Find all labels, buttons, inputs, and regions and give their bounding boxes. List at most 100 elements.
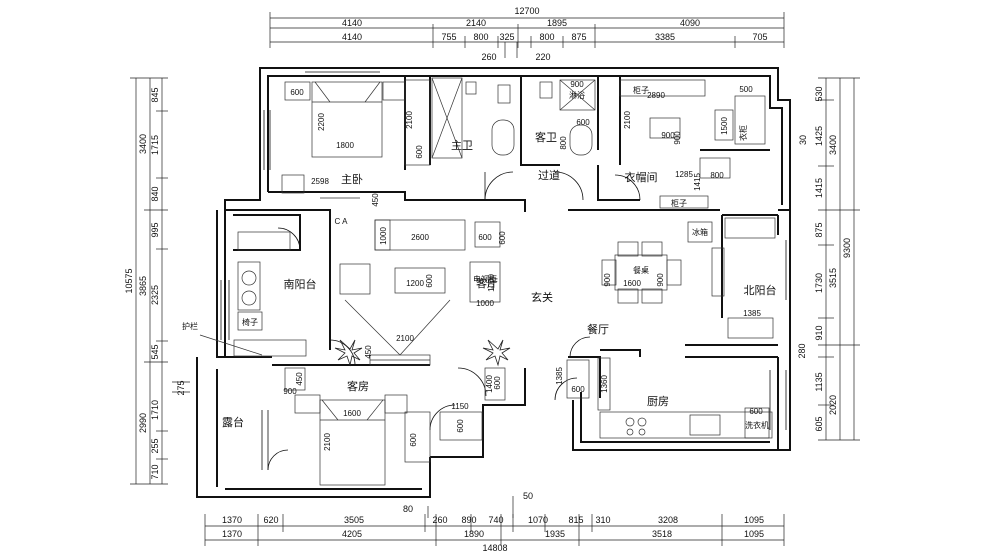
dim-bot-r2-2: 4205 <box>342 529 362 539</box>
windows <box>220 71 787 470</box>
dim-right-overall: 9300 <box>842 238 852 258</box>
dim-right-inner-7: 605 <box>814 416 824 431</box>
dim-mb-600: 600 <box>290 88 304 97</box>
dim-top-extra-2: 220 <box>535 52 550 62</box>
room-dining: 餐厅 <box>587 322 609 336</box>
walls <box>196 67 791 498</box>
dim-gb-600: 600 <box>576 118 590 127</box>
dim-right-inner-2: 875 <box>814 222 824 237</box>
dim-left-inner-4: 995 <box>150 222 160 237</box>
dim-right-outer-1: 530 <box>814 86 824 101</box>
dim-cl-1500: 1500 <box>720 117 729 135</box>
dim-bot-9: 310 <box>595 515 610 525</box>
dim-right-inner-1: 1415 <box>814 178 824 198</box>
dim-mb-450: 450 <box>371 193 380 207</box>
dim-gr-600c: 600 <box>493 376 502 390</box>
label-chair: 椅子 <box>242 317 258 327</box>
dim-bot-r2-6: 1095 <box>744 529 764 539</box>
dim-cl-500: 500 <box>739 85 753 94</box>
furniture <box>199 77 776 486</box>
dim-bot-10: 3208 <box>658 515 678 525</box>
dim-left-inner-7: 1710 <box>150 400 160 420</box>
dim-right-outer-4: 3515 <box>828 268 838 288</box>
dim-dr-900b: 900 <box>656 273 665 287</box>
dim-lr-1000: 1000 <box>379 227 388 245</box>
dim-right-inner-4: 910 <box>814 325 824 340</box>
dim-gb-900: 900 <box>570 80 584 89</box>
plant-icon <box>334 339 511 367</box>
label-section-mark: C A <box>335 217 349 226</box>
dim-right-extra: 30 <box>798 135 808 145</box>
dim-top-r2-8: 705 <box>752 32 767 42</box>
dim-left-inner-8: 255 <box>150 438 160 453</box>
dim-cl-1415: 1415 <box>693 173 702 191</box>
dim-cl-900a: 900 <box>661 131 675 140</box>
room-master-bedroom: 主卧 <box>341 173 363 186</box>
dim-bot-3: 3505 <box>344 515 364 525</box>
dim-right-outer-2: 1425 <box>814 126 824 146</box>
dim-left-inner-1: 845 <box>150 87 160 102</box>
dim-top-r2-5: 800 <box>539 32 554 42</box>
dim-bot-r2-3: 1890 <box>464 529 484 539</box>
dim-gr-600: 600 <box>409 433 418 447</box>
dim-right-outer-5: 2020 <box>828 395 838 415</box>
room-guest: 客房 <box>347 379 369 393</box>
dim-bot-2: 620 <box>263 515 278 525</box>
dim-top-3: 1895 <box>547 18 567 28</box>
dim-lr-600b: 600 <box>498 231 507 245</box>
dim-lr-450: 450 <box>364 345 373 359</box>
dim-bot-5: 890 <box>461 515 476 525</box>
dim-lr-600a: 600 <box>478 233 492 242</box>
dim-bot-r2-1: 1370 <box>222 529 242 539</box>
label-tv-cabinet: 电视柜 <box>473 274 497 284</box>
dim-bot-extra-2: 50 <box>523 491 533 501</box>
room-living: 客厅 <box>476 276 498 290</box>
dim-gb-800: 800 <box>559 136 568 150</box>
right-dimensions <box>818 77 860 441</box>
room-south-balcony: 南阳台 <box>284 277 317 291</box>
dim-gr-900: 900 <box>283 387 297 396</box>
label-fridge: 冰箱 <box>692 227 708 237</box>
dim-lr-1200: 1200 <box>406 279 424 288</box>
room-terrace: 露台 <box>222 415 244 429</box>
room-master-bath: 主卫 <box>451 139 473 152</box>
dim-top-r2-2: 755 <box>441 32 456 42</box>
room-cloakroom: 衣帽间 <box>625 170 658 184</box>
dim-lr-1000b: 1000 <box>487 274 496 292</box>
dim-left-outer-2: 3865 <box>138 276 148 296</box>
dim-dr-900: 900 <box>603 273 612 287</box>
dim-gr-1600: 1600 <box>343 409 361 418</box>
dim-cl-2100: 2100 <box>623 111 632 129</box>
dim-k-600b: 600 <box>749 407 763 416</box>
dim-gr-1400: 1400 <box>485 375 494 393</box>
left-dimensions <box>130 77 190 485</box>
dim-bath-2100: 2100 <box>405 111 414 129</box>
dim-top-1: 4140 <box>342 18 362 28</box>
dim-bath-600: 600 <box>415 145 424 159</box>
dim-gr-600b: 600 <box>456 419 465 433</box>
dim-top-2: 2140 <box>466 18 486 28</box>
dim-k-1360: 1360 <box>600 375 609 393</box>
dim-top-r2-4: 325 <box>499 32 514 42</box>
dim-left-inner-9: 710 <box>150 464 160 479</box>
dim-bot-r2-5: 3518 <box>652 529 672 539</box>
dim-top-4: 4090 <box>680 18 700 28</box>
top-dimensions <box>269 12 785 58</box>
dim-top-r2-7: 3385 <box>655 32 675 42</box>
dim-gr-1150: 1150 <box>451 402 469 411</box>
dim-mb-2598: 2598 <box>311 177 329 186</box>
dim-right-outer-3: 3400 <box>828 135 838 155</box>
dim-top-extra-1: 260 <box>481 52 496 62</box>
label-guardrail: 护栏 <box>182 321 198 331</box>
dim-cl-800: 800 <box>710 171 724 180</box>
dim-k-600: 600 <box>571 385 585 394</box>
dim-left-inner-3: 840 <box>150 186 160 201</box>
dim-bot-7: 1070 <box>528 515 548 525</box>
dim-left-inner-6: 545 <box>150 344 160 359</box>
dim-right-inner-6: 1135 <box>814 372 824 391</box>
dim-dr-1600: 1600 <box>623 279 641 288</box>
dim-lr-1000c: 1000 <box>476 299 494 308</box>
dim-right-inner-3: 1730 <box>814 273 824 293</box>
label-dining-table: 餐桌 <box>633 265 649 275</box>
dim-left-overall: 10575 <box>124 268 134 293</box>
